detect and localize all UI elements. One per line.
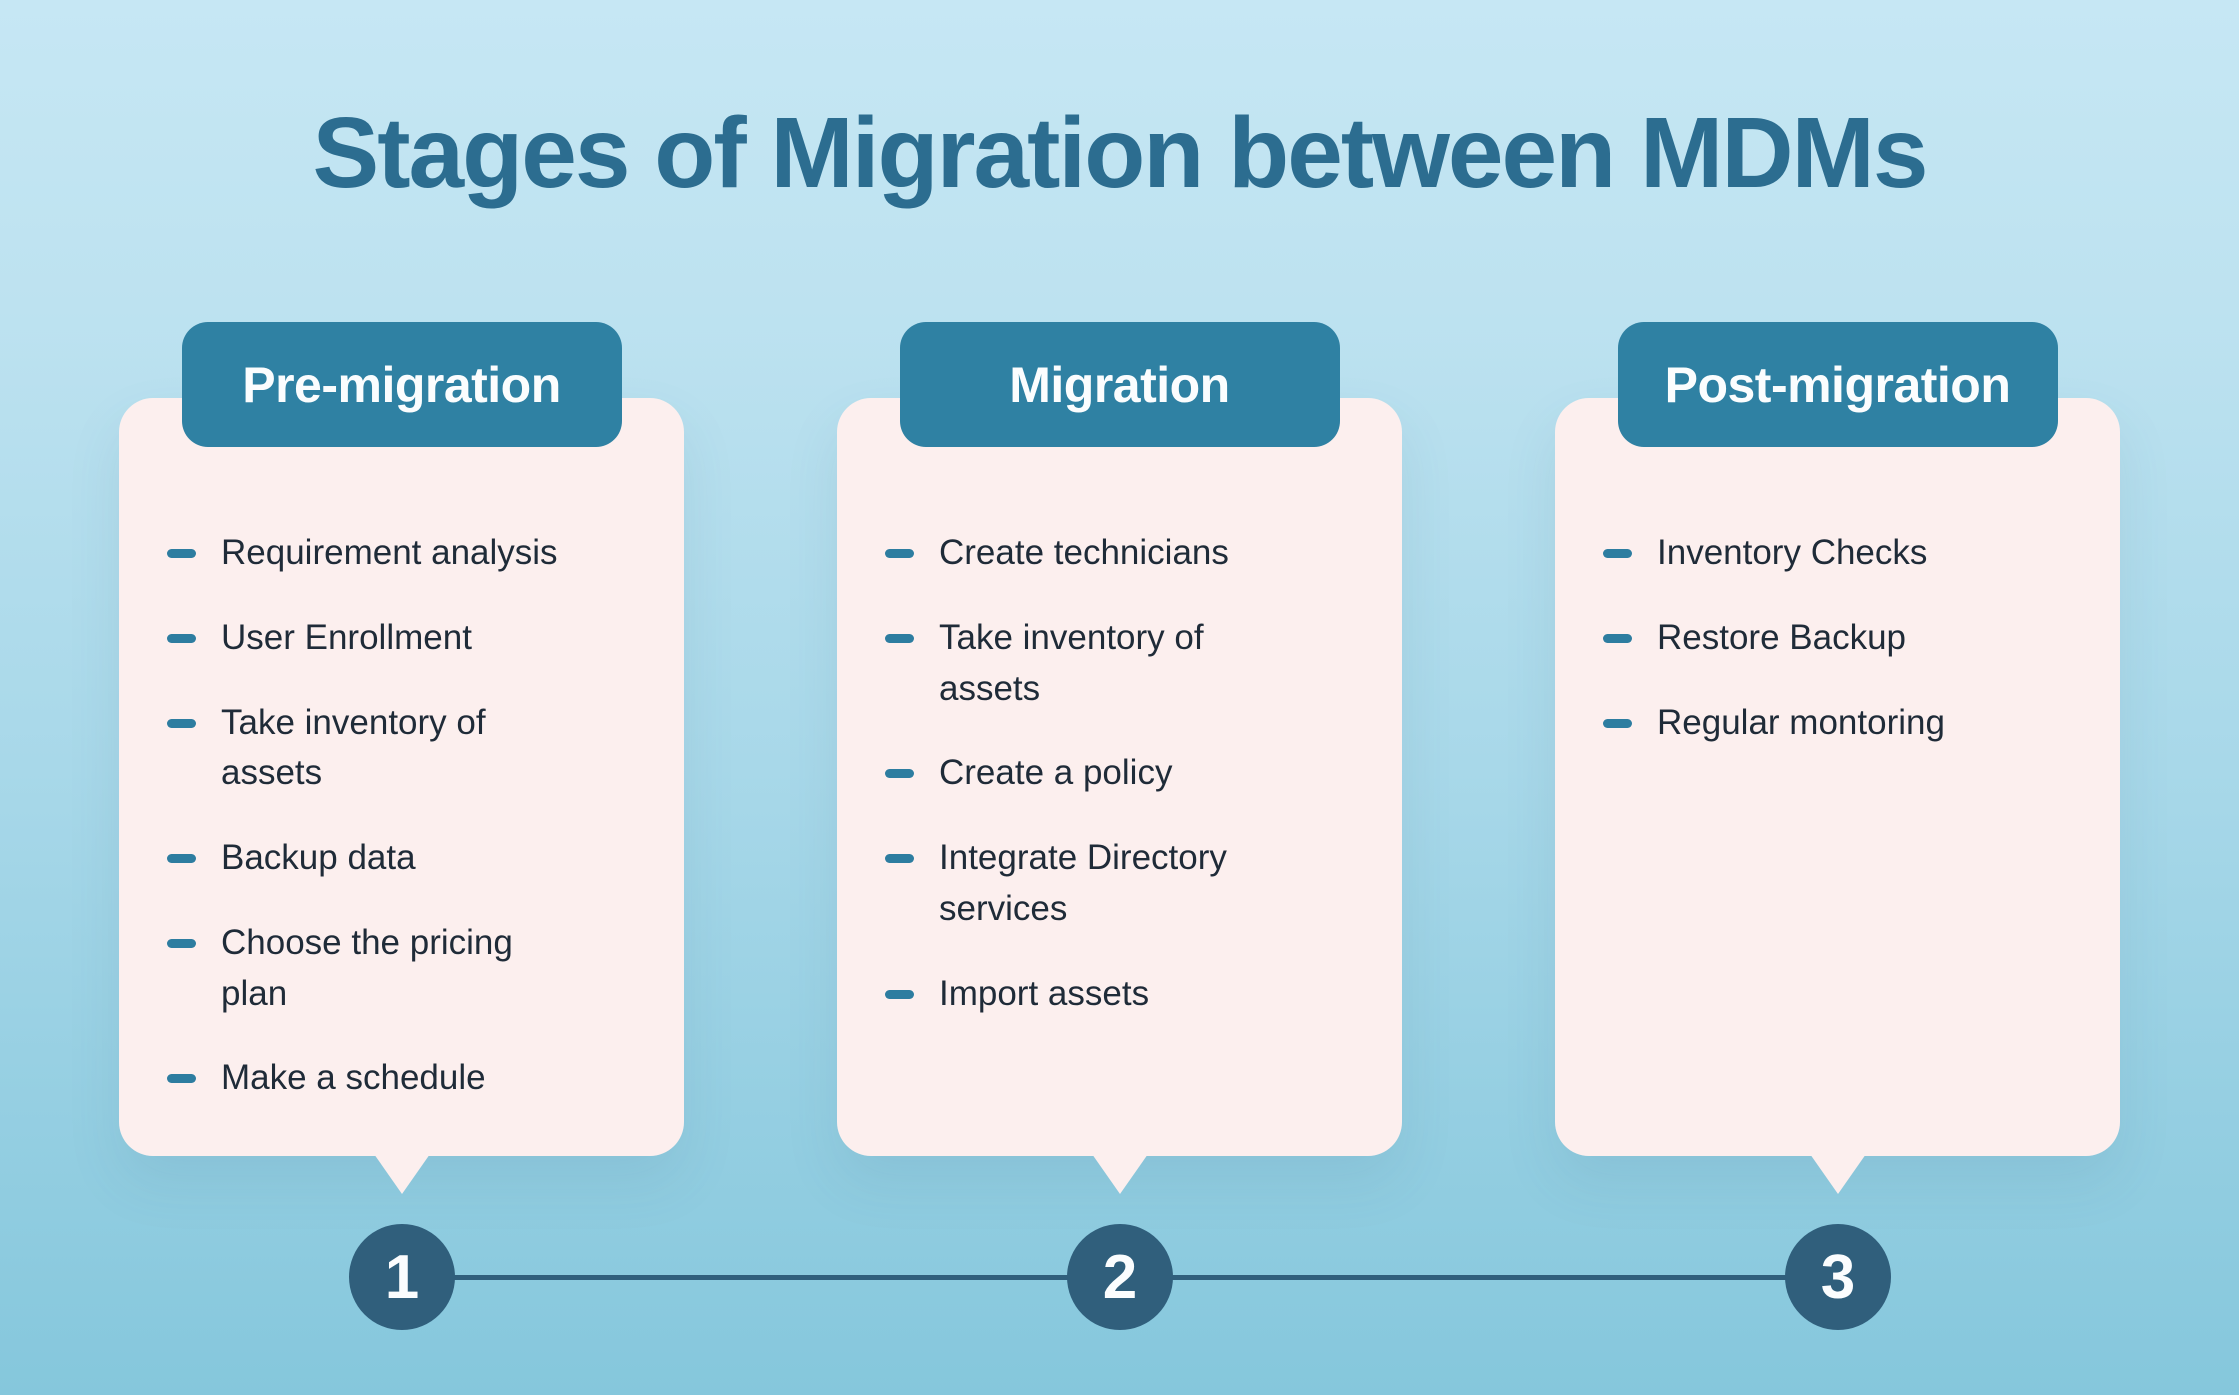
stage-item-label: User Enrollment xyxy=(221,617,472,657)
dash-bullet-icon xyxy=(1603,549,1632,558)
stage-item-label: Take inventory of assets xyxy=(221,702,486,793)
dash-bullet-icon xyxy=(167,938,196,948)
stage-item-label: Regular montoring xyxy=(1657,702,1945,742)
stage-header-label: Post-migration xyxy=(1664,356,2011,413)
stage-item-label: Make a schedule xyxy=(221,1058,486,1098)
stage-header-pill: Migration xyxy=(899,322,1340,447)
stage-header-pill: Post-migration xyxy=(1617,322,2058,447)
timeline-step-circle-2: 2 xyxy=(1067,1224,1173,1330)
stage-list-item: Choose the pricing plan xyxy=(167,918,654,1020)
dash-bullet-icon xyxy=(167,718,196,728)
stage-item-label: Inventory Checks xyxy=(1657,533,1928,572)
stage-list-item: User Enrollment xyxy=(167,613,654,664)
stage-header-pill: Pre-migration xyxy=(181,322,622,447)
dash-bullet-icon xyxy=(167,854,196,863)
stage-list-item: Create technicians xyxy=(885,528,1372,579)
stage-list-item: Inventory Checks xyxy=(1603,528,2090,579)
page-title: Stages of Migration between MDMs xyxy=(312,97,1929,209)
dash-bullet-icon xyxy=(885,989,914,999)
dash-bullet-icon xyxy=(167,549,196,558)
stage-list-item: Requirement analysis xyxy=(167,528,654,579)
timeline-step-circle-3: 3 xyxy=(1785,1224,1891,1330)
stage-list-item: Regular montoring xyxy=(1603,698,2090,749)
dash-bullet-icon xyxy=(885,854,914,863)
step-number: 3 xyxy=(1820,1242,1856,1312)
stage-list-item: Take inventory of assets xyxy=(885,613,1372,715)
dash-bullet-icon xyxy=(1603,633,1632,643)
stage-item-label: Create technicians xyxy=(939,533,1229,572)
stage-header-label: Pre-migration xyxy=(242,356,561,413)
dash-bullet-icon xyxy=(885,549,914,558)
dash-bullet-icon xyxy=(1603,718,1632,728)
timeline-step-circle-1: 1 xyxy=(349,1224,455,1330)
stage-list-item: Restore Backup xyxy=(1603,613,2090,664)
stage-item-label: Import assets xyxy=(939,973,1150,1013)
step-number: 2 xyxy=(1102,1242,1138,1312)
stage-list-item: Create a policy xyxy=(885,748,1372,799)
stage-item-label: Take inventory of assets xyxy=(939,617,1204,708)
dash-bullet-icon xyxy=(167,633,196,643)
dash-bullet-icon xyxy=(885,633,914,643)
stage-item-label: Integrate Directory services xyxy=(939,838,1227,928)
stage-item-label: Requirement analysis xyxy=(221,533,558,572)
stage-list-item: Integrate Directory services xyxy=(885,833,1372,935)
stage-list-item: Backup data xyxy=(167,833,654,884)
stage-item-label: Restore Backup xyxy=(1657,617,1907,657)
stage-item-label: Backup data xyxy=(221,838,416,877)
stage-list-item: Take inventory of assets xyxy=(167,698,654,800)
dash-bullet-icon xyxy=(167,1074,196,1084)
stage-item-label: Choose the pricing plan xyxy=(221,922,513,1013)
stage-item-label: Create a policy xyxy=(939,753,1173,793)
stage-list-item: Import assets xyxy=(885,969,1372,1020)
stage-header-label: Migration xyxy=(1009,356,1230,413)
step-number: 1 xyxy=(384,1242,420,1312)
dash-bullet-icon xyxy=(885,769,914,779)
stage-list-item: Make a schedule xyxy=(167,1053,654,1104)
